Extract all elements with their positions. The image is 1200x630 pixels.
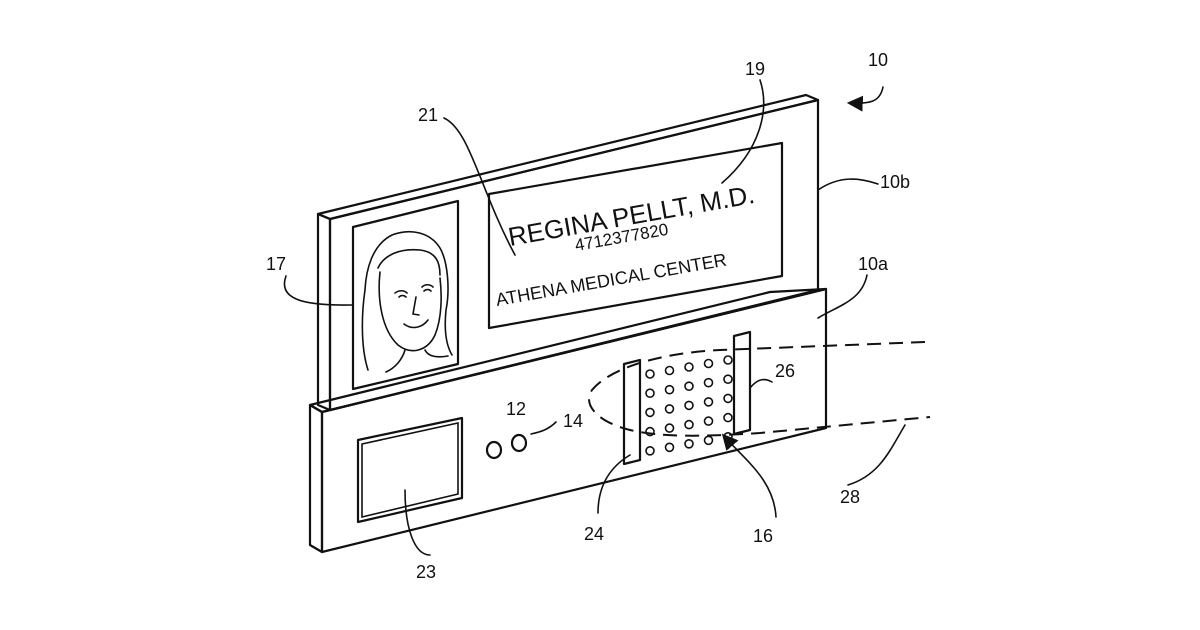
sensor-dot (666, 367, 674, 375)
sensor-dot (666, 405, 674, 413)
sensor-dot (685, 363, 693, 371)
label-21: 21 (418, 105, 438, 125)
sensor-dot (724, 414, 732, 422)
badge-organization: ATHENA MEDICAL CENTER (494, 250, 728, 310)
label-23: 23 (416, 562, 436, 582)
label-17: 17 (266, 254, 286, 274)
sensor-dot-array (646, 356, 732, 455)
left-electrode (624, 360, 640, 464)
upper-card-part (318, 95, 818, 410)
right-electrode (734, 332, 750, 434)
sensor-dot (705, 417, 713, 425)
sensor-dot (666, 424, 674, 432)
sensor-dot (705, 379, 713, 387)
sensor-dot (685, 382, 693, 390)
label-10b: 10b (880, 172, 910, 192)
label-26: 26 (775, 361, 795, 381)
label-10: 10 (868, 50, 888, 70)
sensor-dot (705, 360, 713, 368)
sensor-dot (666, 386, 674, 394)
sensor-dot (724, 375, 732, 383)
label-28: 28 (840, 487, 860, 507)
label-24: 24 (584, 524, 604, 544)
sensor-dot (685, 421, 693, 429)
indicator-lights (487, 435, 526, 458)
sensor-dot (646, 408, 654, 416)
sensor-dot (685, 401, 693, 409)
sensor-dot (705, 398, 713, 406)
leader-lines (284, 80, 905, 555)
sensor-dot (724, 394, 732, 402)
display-window (358, 418, 462, 522)
label-12: 12 (506, 399, 526, 419)
sensor-dot (705, 436, 713, 444)
label-16: 16 (753, 526, 773, 546)
label-14: 14 (563, 411, 583, 431)
sensor-dot (666, 443, 674, 451)
portrait-icon (362, 232, 452, 372)
sensor-dot (646, 370, 654, 378)
sensor-dot (724, 356, 732, 364)
sensor-dot (685, 440, 693, 448)
label-19: 19 (745, 59, 765, 79)
photo-frame (353, 201, 458, 389)
sensor-dot (646, 447, 654, 455)
sensor-dot (646, 389, 654, 397)
label-10a: 10a (858, 254, 889, 274)
